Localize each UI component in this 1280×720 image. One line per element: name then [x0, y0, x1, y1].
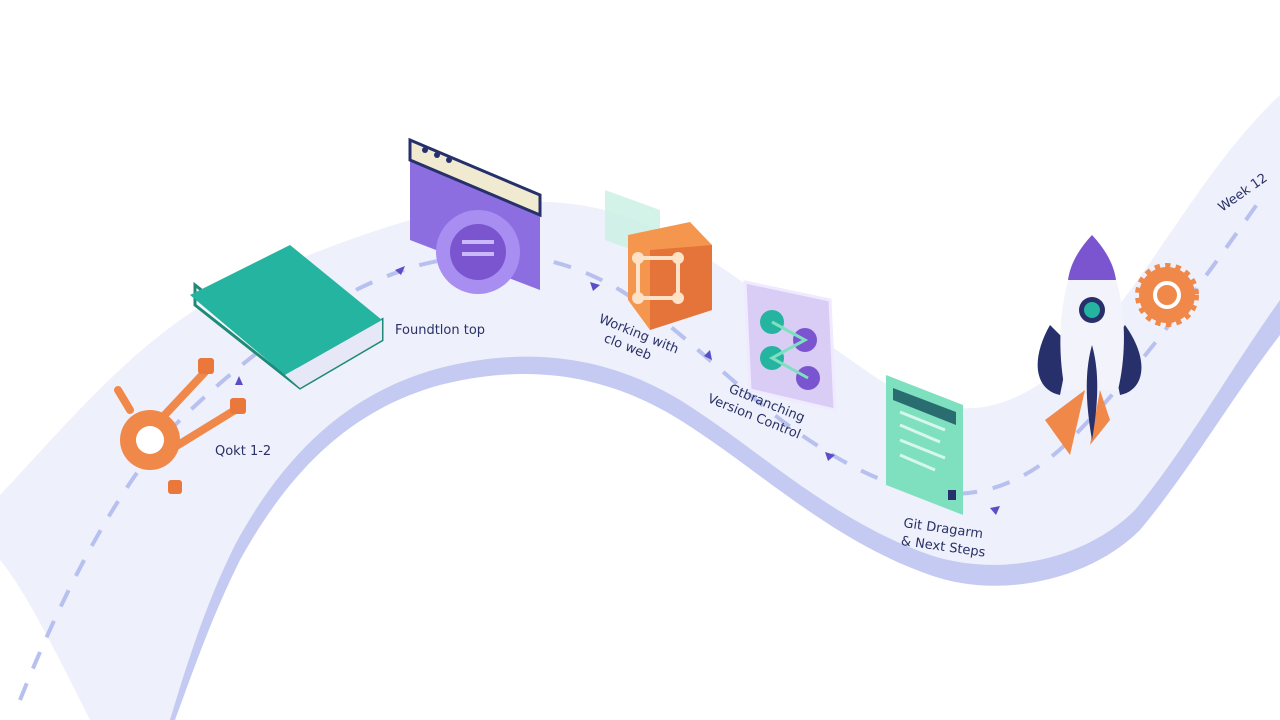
gear-icon: [1135, 263, 1199, 327]
milestone-label-2: Foundtlon top: [395, 323, 485, 338]
browser-gear-icon: [408, 137, 542, 294]
branch-diagram-icon: [743, 280, 837, 412]
route-arrows: [235, 266, 1000, 515]
milestone-label-1: Qokt 1-2: [215, 444, 271, 459]
gear-nodes-icon: [114, 358, 246, 494]
road-surface: [0, 95, 1280, 720]
document-panel-icon: [886, 375, 963, 515]
nodes-box-icon: [605, 190, 712, 330]
book-icon: [190, 245, 384, 390]
rocket-icon: [1037, 235, 1142, 455]
